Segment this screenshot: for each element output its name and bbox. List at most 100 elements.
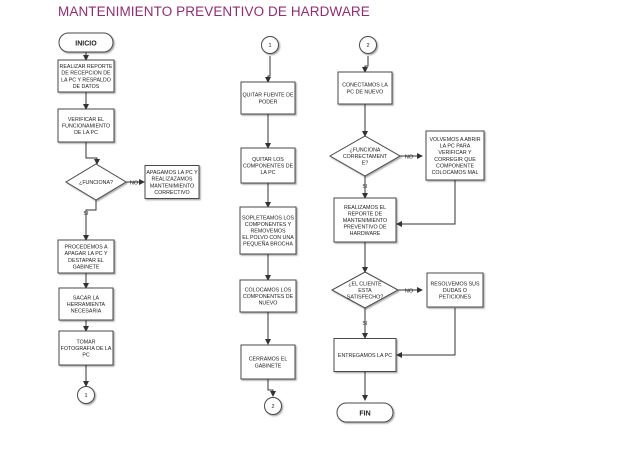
node-text-line: PODER [259,99,278,105]
edge-conector2-conectamos [362,56,369,73]
node-text-line: PC DE NUEVO [347,89,384,95]
node-text-line: LA PC Y RESPALDO [61,77,111,83]
node-text-line: SACAR LA [73,295,100,301]
node-text-line: PETICIONES [439,295,472,301]
node-text-line: SOPLETEAMOS LOS [242,215,295,221]
connector-lines [83,52,456,401]
node-text-line: MANTENIMIENTO [343,218,387,224]
node-text-line: REMOVEMOS [250,229,285,235]
node-text-line: HERRAMIENTA [67,302,106,308]
node-text-line: COMPONENTES Y [245,222,292,228]
edge-volvemos-reporte [396,180,456,227]
edge-label-no: NO [405,155,414,161]
edge-label-no: NO [405,289,414,295]
node-text-line: QUITAR FUENTE DE [242,93,294,99]
node-text-line: CORRECTAMENT [343,154,388,160]
terminator-label: FIN [359,411,370,418]
node-text-line: ¿FUNCIONA [350,147,381,153]
terminator-label: INICIO [75,41,97,48]
node-text-line: COLOCAMOS MAL [432,170,479,176]
edge-cerramos-conector2 [267,379,276,397]
node-text-line: PEQUEÑA BROCHA [243,241,293,248]
node-text-line: COLOCAMOS LOS [245,287,292,293]
node-text-line: VERIFICAR Y [438,150,472,156]
node-text-line: CORREGIR QUE [434,157,476,163]
node-text-line: E? [362,161,369,167]
node-text-line: ¿EL CLIENTE [348,281,382,287]
node-text-line: VOLVEMOS A ABRIR [429,137,480,143]
node-text-line: RESOLVEMOS SUS [430,281,480,287]
edge-verificar-funciona [85,142,100,165]
process-box-apagamos-pc: APAGAMOS LA PC YREALIZAZAMOSMANTENIMIENT… [144,165,200,199]
edge-label-no: NO [130,181,139,187]
edge-resolvemos-entregamos [396,308,456,358]
node-text-line: APAGAMOS LA PC Y [146,170,198,176]
node-text-line: DE LA PC [74,130,98,136]
decision-funciona: ¿FUNCIONA? [65,163,127,201]
svg-text:1: 1 [268,43,271,49]
node-text-line: LA PC PARA [440,144,471,150]
node-text-line: CORRECTIVO [154,190,189,196]
node-text-line: GABINETE [255,363,282,369]
node-text-line: FOTOGRAFIA DE LA [61,346,112,352]
edge-label-si: SI [362,321,368,327]
node-text-line: REALIZAZAMOS [152,177,193,183]
node-text-line: REPORTE DE [348,211,383,217]
edge-labels: NO SI NO SI NO SI [83,155,413,328]
node-text-line: DUDAS O [443,288,467,294]
node-text-line: COMPONENTES DE [243,164,294,170]
node-text-line: VERIFICAR EL [68,117,104,123]
terminator-inicio: INICIO [58,32,114,53]
node-text-line: COMPONENTE [436,163,474,169]
edge-funciona-si [83,200,97,241]
node-text-line: HARDWARE [350,231,381,237]
process-box-entregamos: ENTREGAMOS LA PC [333,338,397,372]
node-text-line: DE RECEPCION DE [61,71,111,77]
node-text-line: PREVENTIVO DE [344,225,387,231]
svg-text:2: 2 [366,43,369,49]
node-text-line: SATISFECHO? [347,295,383,301]
node-text-line: QUITAR LOS [252,157,284,163]
node-text-line: DESTAPAR EL [68,258,104,264]
node-text-line: REALIZAR REPORTE [60,64,113,70]
node-text-line: CONECTAMOS LA [342,83,388,89]
edge-label-si: SI [83,211,89,217]
node-text-line: EL POLVO CON UNA [242,235,294,241]
node-text-line: LA PC [260,170,275,176]
node-text-line: CERRAMOS EL [249,357,288,363]
node-text-line: NUEVO [259,301,278,307]
svg-text:2: 2 [271,404,274,410]
page-title: MANTENIMIENTO PREVENTIVO DE HARDWARE [58,4,370,19]
node-text-line: ENTREGAMOS LA PC [338,353,392,359]
node-text-line: GABINETE [73,264,100,270]
connector-circle-top-2: 2 [359,36,377,54]
node-text-line: ESTA [358,288,372,294]
connector-circle-end-2: 2 [264,397,282,415]
terminator-fin: FIN [336,402,394,423]
edge-conector1-quitarfuente [265,56,271,83]
node-text-line: REALIZAMOS EL [344,205,386,211]
node-text-line: PC [82,353,90,359]
node-text-line: ¿FUNCIONA? [79,180,113,186]
node-text-line: MANTENIMIENTO [150,183,194,189]
node-text-line: PROCEDEMOS A [65,245,108,251]
node-text-line: NECESARIA [71,309,102,315]
